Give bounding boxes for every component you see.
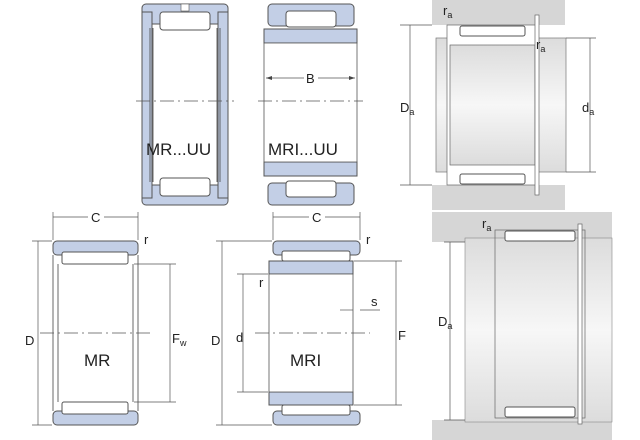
type-label-mr-uu: MR...UU [146, 140, 211, 159]
type-label-mri-uu: MRI...UU [268, 140, 338, 159]
housing-diameter-label: Da [438, 314, 452, 331]
fillet-label-right: r [366, 232, 371, 247]
mounting-housing-shaft-bottom: Da ra [432, 212, 613, 440]
mounting-housing-shaft-top: Da da ra ra [400, 0, 596, 210]
raceway-diameter-label: Fw [172, 331, 187, 348]
fillet-label-top: ra [443, 3, 452, 20]
type-label-mr: MR [84, 351, 110, 370]
width-label-c: C [312, 210, 321, 225]
fillet-label: r [144, 232, 149, 247]
width-label-b: B [306, 71, 315, 86]
type-label-mri: MRI [290, 351, 321, 370]
mr-bearing: C r D Fw MR [25, 210, 187, 426]
offset-label-s: s [371, 294, 378, 309]
bore-diameter-label: d [236, 330, 243, 345]
fillet-label-top: ra [482, 216, 491, 233]
mri-bearing: C r r D d F s MRI [211, 210, 406, 426]
fillet-label-right: ra [536, 37, 545, 54]
fillet-label-left: r [259, 275, 264, 290]
mr-uu-bearing: MR...UU [136, 3, 234, 206]
width-label-c: C [91, 210, 100, 225]
mri-uu-bearing: B MRI...UU [258, 3, 363, 206]
housing-diameter-label: Da [400, 100, 414, 117]
raceway-diameter-label: F [398, 328, 406, 343]
outer-diameter-label: D [211, 333, 220, 348]
outer-diameter-label: D [25, 333, 34, 348]
shaft-diameter-label: da [582, 100, 594, 117]
